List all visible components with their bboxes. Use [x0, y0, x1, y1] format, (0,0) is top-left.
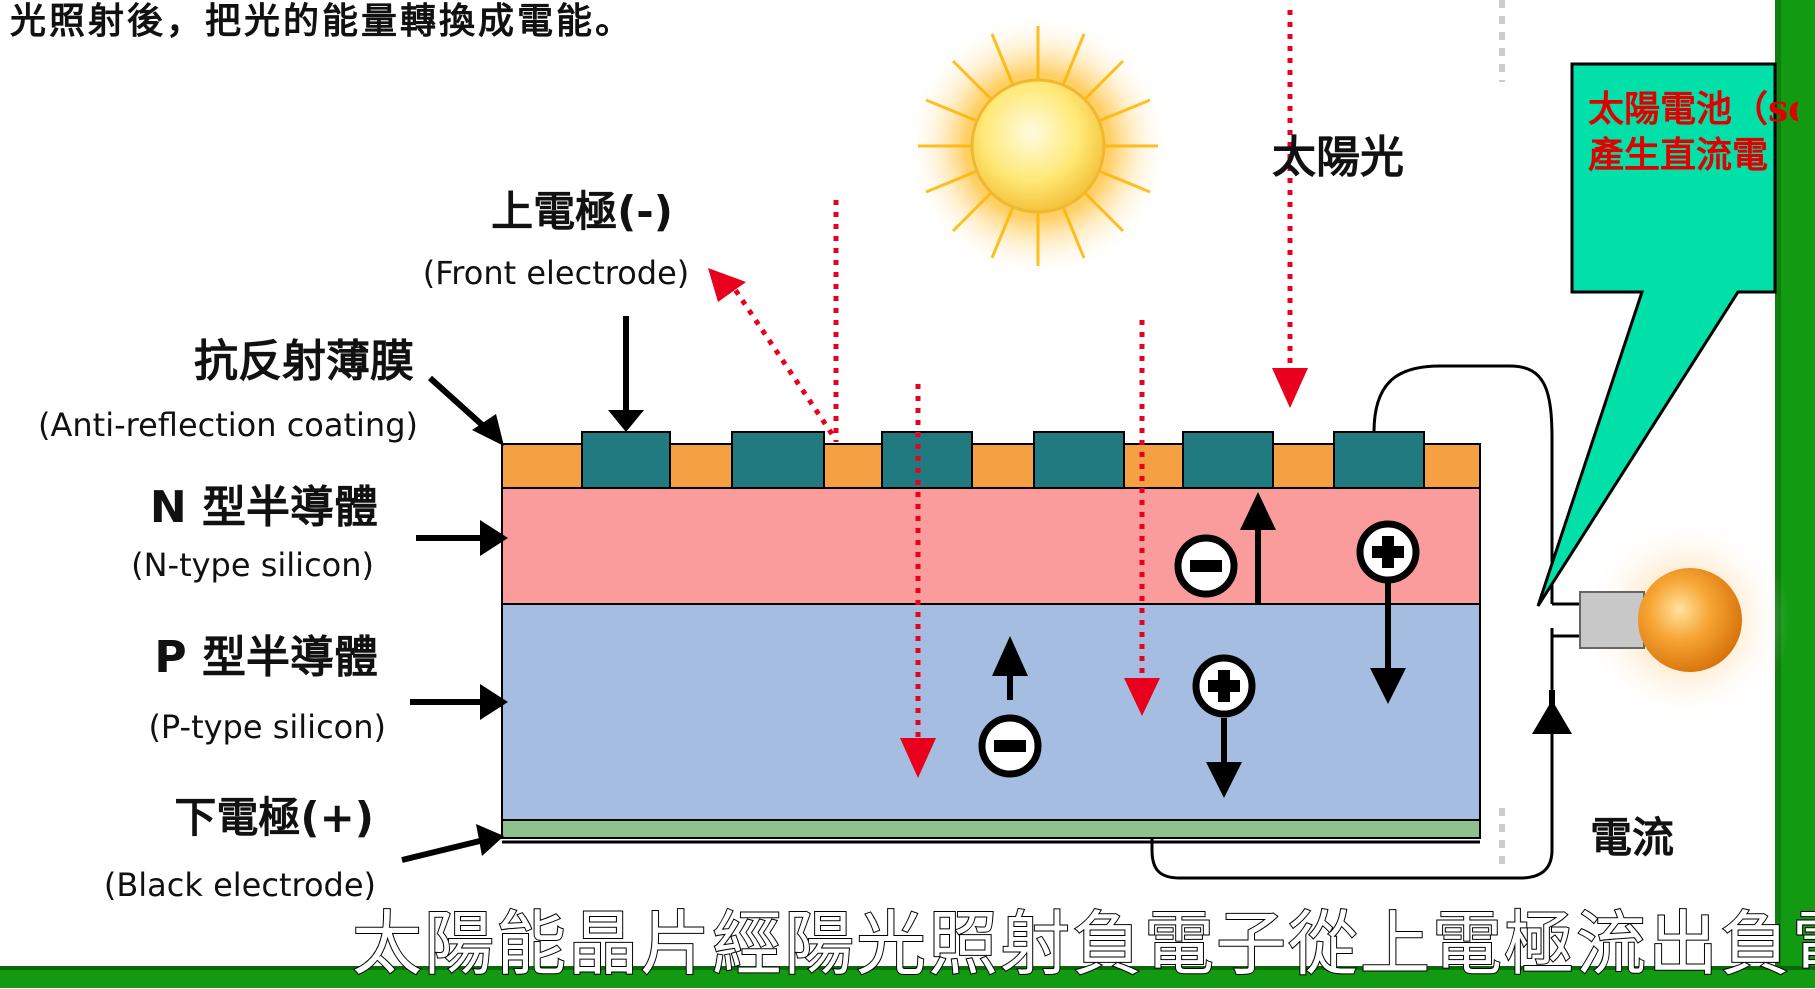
header-text: 光照射後，把光的能量轉換成電能。	[10, 1, 635, 42]
electrode-block	[581, 431, 671, 489]
circuit-wire-bottom	[1150, 628, 1554, 880]
electron-icon	[1174, 534, 1238, 598]
electrode-block	[1033, 431, 1125, 489]
label-arrows	[401, 316, 629, 863]
anti-reflection-cn: 抗反射薄膜	[194, 336, 414, 387]
circuit-wire	[1372, 364, 1554, 604]
n-type-layer	[501, 487, 1481, 605]
hole-icon	[1192, 654, 1256, 718]
hole-icon	[1356, 520, 1420, 584]
bottom-green-bar	[0, 970, 1815, 988]
n-type-en: (N-type silicon)	[131, 546, 374, 584]
right-green-inner-bar	[1775, 0, 1781, 988]
p-type-cn: P 型半導體	[154, 632, 378, 683]
caption: 太陽能晶片經陽光照射負電子從上電極流出負電	[351, 902, 1815, 986]
label-arrow-heads	[472, 410, 644, 856]
n-type-cn: N 型半導體	[150, 482, 378, 533]
callout-line-1: 太陽電池（sol	[1588, 88, 1798, 130]
electrode-block	[881, 431, 973, 489]
electrode-block	[1333, 431, 1425, 489]
electrode-block	[731, 431, 825, 489]
sunlight-label: 太陽光	[1272, 132, 1404, 183]
p-type-layer	[501, 603, 1481, 821]
back-electrode-layer	[501, 819, 1481, 839]
callout-bubble	[1536, 62, 1777, 607]
bottom-shadow-bar	[0, 966, 1815, 970]
front-electrode-en: (Front electrode)	[423, 254, 690, 292]
callout-text: 太陽電池（sol 產生直流電	[1588, 86, 1798, 178]
light-bulb-icon	[1579, 516, 1790, 724]
electrode-block	[1182, 431, 1274, 489]
light-ray-heads	[708, 268, 1308, 778]
sun-icon	[906, 14, 1170, 278]
current-label: 電流	[1590, 813, 1674, 862]
p-type-en: (P-type silicon)	[148, 708, 386, 746]
electron-icon	[978, 714, 1042, 778]
light-rays	[723, 10, 1293, 738]
front-electrode-blocks	[581, 431, 1425, 489]
front-electrode-cn: 上電極(-)	[491, 187, 673, 236]
back-electrode-cn: 下電極(+)	[174, 793, 374, 842]
carrier-arrow-heads	[992, 492, 1406, 798]
back-electrode-en: (Black electrode)	[104, 866, 376, 904]
callout-line-2: 產生直流電	[1588, 134, 1769, 176]
current-arrow	[1532, 690, 1572, 734]
right-green-bar	[1775, 0, 1815, 988]
anti-reflection-en: (Anti-reflection coating)	[38, 406, 418, 444]
